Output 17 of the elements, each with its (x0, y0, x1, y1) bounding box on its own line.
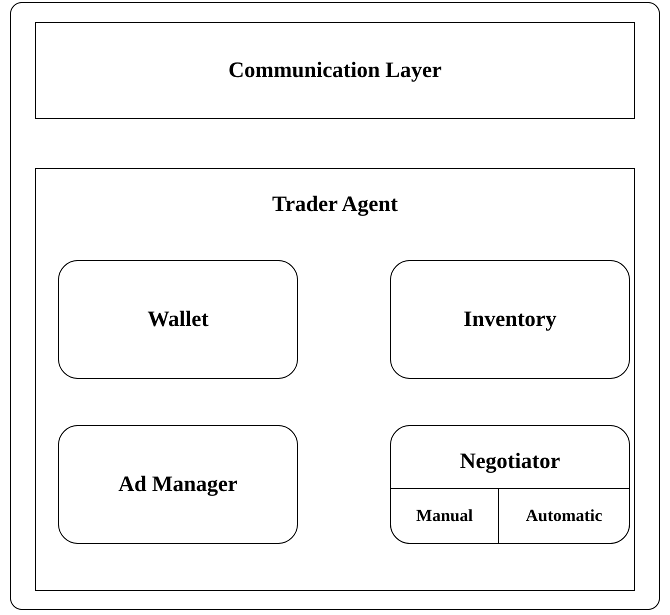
sub-box (390, 488, 499, 544)
box-label: Communication Layer (228, 57, 442, 82)
box-label: Ad Manager (118, 471, 238, 496)
box-title: Negotiator (460, 448, 560, 473)
outer-frame (10, 2, 660, 610)
box-label: Wallet (147, 306, 209, 332)
box-title: Trader Agent (272, 191, 398, 216)
box-label: Inventory (464, 306, 556, 332)
component-box (58, 260, 298, 379)
component-box (390, 260, 630, 379)
box-label: Automatic (526, 506, 602, 526)
layer-box (35, 22, 635, 119)
component-box (58, 425, 298, 544)
component-box (390, 425, 630, 544)
sub-box (498, 488, 630, 544)
box-label: Manual (416, 506, 473, 526)
agent-box (35, 168, 635, 591)
